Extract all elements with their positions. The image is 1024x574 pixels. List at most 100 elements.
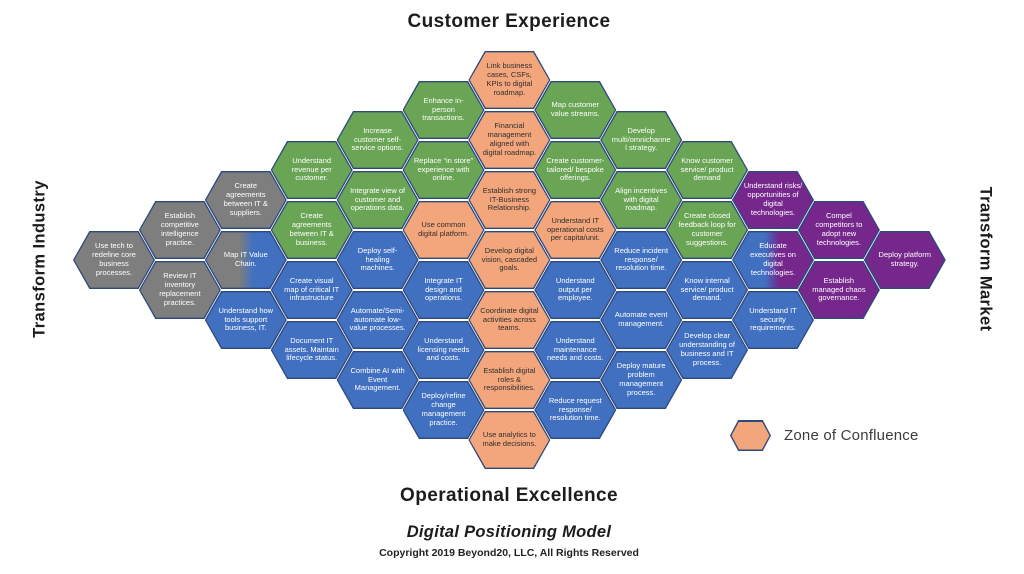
hex-c8-r3: Understand output per employee. [534, 261, 617, 319]
hex-c7-r0: Link business cases, CSFs, KPIs to digit… [468, 51, 551, 109]
hex-c8-r5: Reduce request response/ resolution time… [534, 381, 617, 439]
hex-c8-r1: Create customer-tailored/ bespoke offeri… [534, 141, 617, 199]
hex-fill: Link business cases, CSFs, KPIs to digit… [469, 52, 549, 108]
hex-label: Use tech to redefine core business proce… [92, 241, 136, 277]
hex-label: Understand IT operational costs per capi… [546, 215, 604, 243]
axis-label-operational-excellence: Operational Excellence [400, 485, 618, 506]
hex-c3-r0: Create agreements between IT & suppliers… [204, 171, 287, 229]
hex-label: Integrate IT design and operations. [424, 275, 463, 303]
hex-c4-r3: Document IT assets. Maintain lifecycle s… [270, 321, 353, 379]
hex-label: Coordinate digital activities across tea… [480, 305, 539, 333]
hex-fill: Replace “in store” experience with onlin… [403, 142, 484, 198]
hex-label: Create customer-tailored/ bespoke offeri… [546, 155, 605, 183]
hex-c7-r4: Coordinate digital activities across tea… [468, 291, 551, 349]
hex-c11-r2: Understand IT security requirements. [732, 291, 814, 349]
hex-fill: Create closed feedback loop for customer… [667, 202, 747, 258]
hex-label: Link business cases, CSFs, KPIs to digit… [486, 61, 533, 97]
hex-fill: Map customer value streams. [535, 82, 615, 138]
hex-label: Establish strong IT-Business Relationshi… [482, 185, 537, 213]
hex-fill: Develop clear understanding of business … [667, 322, 747, 378]
zone-of-confluence-hexagon-icon [730, 420, 771, 451]
hex-c5-r3: Automate/Semi-automate low-value process… [336, 291, 419, 349]
hex-c5-r0: Increase customer self-service options. [336, 111, 419, 169]
hex-fill: Deploy mature problem management process… [601, 352, 681, 408]
hex-label: Use analytics to make decisions. [482, 430, 537, 448]
hex-fill: Coordinate digital activities across tea… [469, 292, 549, 348]
hex-label: Establish digital roles & responsibiliti… [483, 365, 536, 393]
hex-label: Increase customer self-service options. [351, 125, 404, 153]
hex-c6-r1: Replace “in store” experience with onlin… [402, 141, 485, 199]
hex-c7-r2: Establish strong IT-Business Relationshi… [468, 171, 551, 229]
hex-c13-r0: Deploy platform strategy. [863, 231, 946, 289]
hex-fill: Establish digital roles & responsibiliti… [469, 352, 549, 408]
hex-c9-r0: Develop multi/omnichannel strategy. [600, 111, 683, 169]
hex-c10-r0: Know customer service/ product demand [666, 141, 749, 199]
hex-label: Understand licensing needs and costs. [417, 335, 470, 363]
hex-c2-r1: Review IT inventory replacement practice… [138, 261, 221, 319]
axis-label-customer-experience: Customer Experience [407, 11, 611, 32]
hex-fill: Create agreements between IT & business. [272, 202, 352, 258]
diagram-title: Digital Positioning Model [406, 523, 612, 541]
hex-c2-r0: Establish competitive intelligence pract… [138, 201, 221, 259]
hex-c12-r1: Establish managed chaos governance. [797, 261, 880, 319]
hex-label: Create visual map of critical IT infrast… [284, 275, 340, 303]
hex-fill: Understand revenue per customer. [272, 142, 352, 198]
legend-label: Zone of Confluence [784, 427, 919, 444]
hex-fill: Automate/Semi-automate low-value process… [337, 292, 418, 348]
hex-fill: Understand IT operational costs per capi… [535, 202, 615, 258]
hex-c6-r4: Understand licensing needs and costs. [402, 321, 485, 379]
hex-c9-r3: Automate event management. [600, 291, 683, 349]
hex-fill: Understand risks/ opportunities of digit… [733, 172, 813, 228]
hex-c12-r0: Compel competitors to adopt new technolo… [797, 201, 880, 259]
hex-c8-r4: Understand maintenance needs and costs. [534, 321, 617, 379]
hex-fill: Develop multi/omnichannel strategy. [601, 112, 681, 168]
hex-label: Automate/Semi-automate low-value process… [349, 305, 406, 333]
hex-label: Align incentives with digital roadmap. [615, 185, 668, 213]
hex-fill: Increase customer self-service options. [337, 112, 418, 168]
hex-c9-r2: Reduce incident response/ resolution tim… [600, 231, 683, 289]
hex-label: Compel competitors to adopt new technolo… [815, 211, 863, 247]
axis-label-transform-industry: Transform Industry [30, 180, 49, 338]
hex-c10-r1: Create closed feedback loop for customer… [666, 201, 749, 259]
hex-fill: Establish competitive intelligence pract… [140, 202, 220, 258]
hex-c5-r4: Combine AI with Event Management. [336, 351, 419, 409]
hex-c6-r2: Use common digital platform. [402, 201, 485, 259]
hex-fill: Understand IT security requirements. [733, 292, 813, 348]
hex-label: Understand risks/ opportunities of digit… [743, 181, 803, 217]
hex-label: Create agreements between IT & suppliers… [223, 181, 268, 217]
hex-label: Deploy mature problem management process… [616, 361, 666, 397]
hex-label: Map customer value streams. [550, 100, 600, 118]
hex-fill: Educate executives on digital technologi… [733, 232, 813, 288]
hex-fill: Understand how tools support business, I… [206, 292, 286, 348]
hex-fill: Develop digital vision, cascaded goals. [469, 232, 549, 288]
hex-label: Combine AI with Event Management. [350, 365, 405, 393]
hex-fill: Know internal service/ product demand. [667, 262, 747, 318]
hex-label: Enhance in-person transactions. [422, 95, 465, 123]
hex-c7-r6: Use analytics to make decisions. [468, 411, 551, 469]
hex-label: Understand how tools support business, I… [218, 305, 274, 333]
hex-label: Reduce request response/ resolution time… [548, 395, 602, 423]
hex-c7-r5: Establish digital roles & responsibiliti… [468, 351, 551, 409]
hex-c3-r2: Understand how tools support business, I… [204, 291, 287, 349]
hex-fill: Reduce request response/ resolution time… [535, 382, 615, 438]
hex-c4-r1: Create agreements between IT & business. [270, 201, 353, 259]
hex-c6-r0: Enhance in-person transactions. [402, 81, 485, 139]
hex-fill: Combine AI with Event Management. [337, 352, 418, 408]
hex-c11-r1: Educate executives on digital technologi… [732, 231, 814, 289]
hex-fill: Deploy self-healing machines. [337, 232, 418, 288]
hex-label: Deploy/refine change management practice… [421, 391, 466, 427]
hex-c10-r2: Know internal service/ product demand. [666, 261, 749, 319]
hex-fill: Document IT assets. Maintain lifecycle s… [272, 322, 352, 378]
hex-fill: Deploy/refine change management practice… [403, 382, 484, 438]
hex-c9-r1: Align incentives with digital roadmap. [600, 171, 683, 229]
hex-label: Create closed feedback loop for customer… [678, 211, 736, 247]
hex-label: Develop multi/omnichannel strategy. [611, 125, 671, 153]
hex-fill: Understand maintenance needs and costs. [535, 322, 615, 378]
hex-fill: Establish strong IT-Business Relationshi… [469, 172, 549, 228]
hex-label: Create agreements between IT & business. [289, 211, 334, 247]
hex-label: Understand revenue per customer. [291, 155, 332, 183]
hex-fill: Use analytics to make decisions. [469, 412, 549, 468]
hex-label: Educate executives on digital technologi… [750, 241, 796, 277]
hex-fill: Align incentives with digital roadmap. [601, 172, 681, 228]
hex-c6-r5: Deploy/refine change management practice… [402, 381, 485, 439]
